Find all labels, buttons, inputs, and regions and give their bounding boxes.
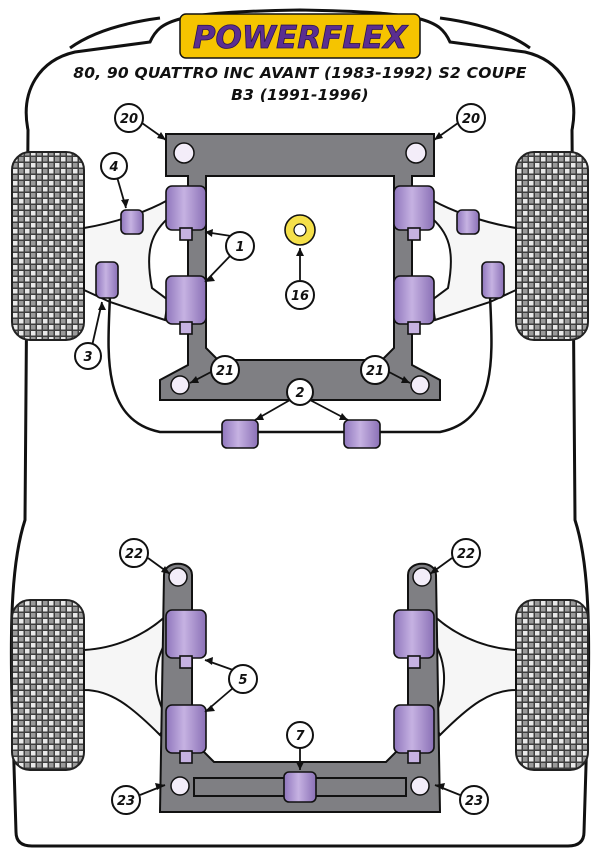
callout-20-left: 20 bbox=[120, 112, 138, 127]
diagram-title-line-2: B3 (1991-1996) bbox=[231, 86, 369, 104]
front-right-tyre bbox=[515, 151, 589, 341]
callout-labels: 20 20 4 1 16 3 21 21 2 22 22 5 7 23 23 bbox=[83, 112, 483, 809]
callout-23-left: 23 bbox=[117, 794, 135, 809]
rear-left-tyre bbox=[11, 599, 85, 771]
bush-front-right-droplink-3 bbox=[481, 261, 505, 299]
car-body-outline bbox=[9, 8, 591, 848]
bush-diff-mount-7 bbox=[283, 771, 317, 803]
gearbox-mount-insert-16 bbox=[284, 214, 316, 246]
logo-text: POWERFLEX bbox=[193, 20, 409, 56]
front-left-tyre bbox=[11, 151, 85, 341]
rear-left-trailing-arm bbox=[83, 610, 177, 737]
bush-front-left-droplink-3 bbox=[95, 261, 119, 299]
bushes bbox=[95, 185, 505, 803]
callout-20-right: 20 bbox=[462, 112, 480, 127]
rear-right-tyre bbox=[515, 599, 589, 771]
bush-front-left-upper bbox=[165, 185, 207, 241]
rear-right-trailing-arm bbox=[423, 610, 517, 737]
callout-4: 4 bbox=[108, 160, 118, 175]
bush-arb-right-2 bbox=[343, 419, 381, 449]
diagram-title-line-1: 80, 90 QUATTRO INC AVANT (1983-1992) S2 … bbox=[73, 64, 527, 82]
callout-3: 3 bbox=[83, 350, 92, 365]
callout-7: 7 bbox=[295, 729, 305, 744]
bush-front-left-lower bbox=[165, 275, 207, 335]
callout-21-left: 21 bbox=[216, 364, 234, 379]
bush-rear-right-lower bbox=[393, 704, 435, 764]
bush-arb-left-2 bbox=[221, 419, 259, 449]
subframe-mounts bbox=[168, 142, 432, 796]
anti-roll-bar bbox=[107, 294, 493, 434]
bush-front-left-outer-4 bbox=[120, 209, 144, 235]
powerflex-logo: POWERFLEX bbox=[179, 13, 421, 59]
arrow-heads bbox=[98, 132, 445, 790]
bush-front-right-outer-4 bbox=[456, 209, 480, 235]
bush-rear-left-upper bbox=[165, 609, 207, 669]
bush-rear-left-lower bbox=[165, 704, 207, 764]
callout-22-right: 22 bbox=[457, 547, 475, 562]
callout-2: 2 bbox=[295, 386, 304, 401]
callout-22-left: 22 bbox=[125, 547, 143, 562]
bush-front-right-upper bbox=[393, 185, 435, 241]
callout-1: 1 bbox=[235, 240, 244, 255]
callout-21-right: 21 bbox=[366, 364, 384, 379]
callout-23-right: 23 bbox=[465, 794, 483, 809]
callout-16: 16 bbox=[291, 289, 309, 304]
callout-5: 5 bbox=[238, 673, 247, 688]
bush-rear-right-upper bbox=[393, 609, 435, 669]
bush-front-right-lower bbox=[393, 275, 435, 335]
callout-circles bbox=[74, 103, 489, 815]
